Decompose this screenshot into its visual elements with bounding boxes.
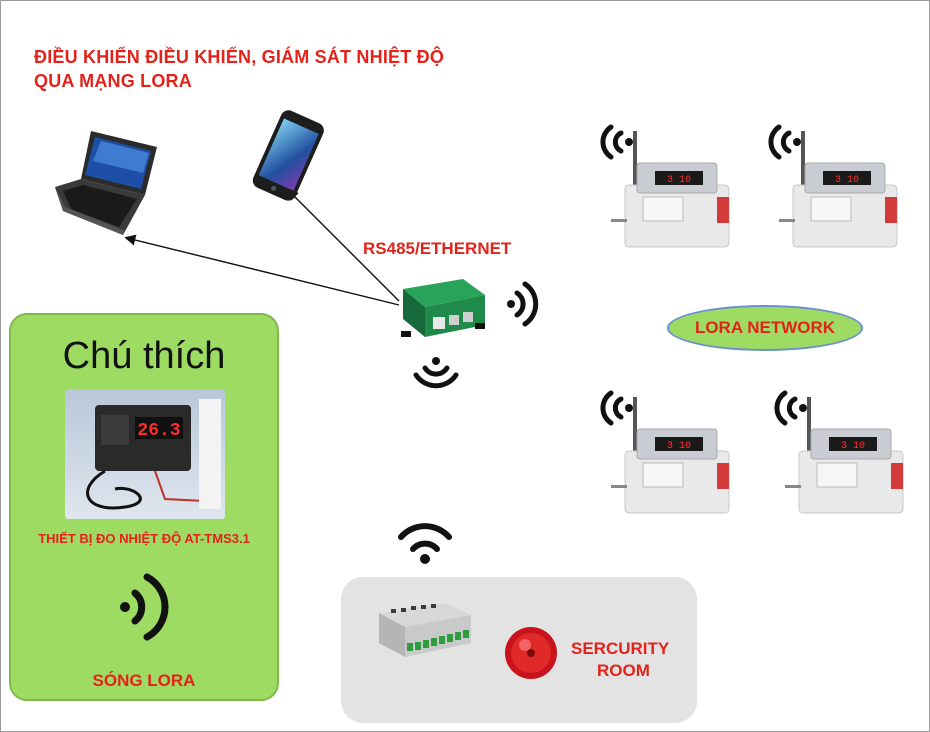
lora-network-badge: LORA NETWORK <box>667 305 863 351</box>
lora-sensor-node: 3 10 <box>600 124 730 248</box>
lora-sensor-node: 3 10 <box>768 124 898 248</box>
wireless-waves-icon <box>600 124 633 160</box>
legend-title: Chú thích <box>62 335 226 377</box>
relay-controller-icon <box>379 603 471 657</box>
security-room-panel: SERCURITY ROOM <box>341 577 697 723</box>
diagram-title-line2: QUA MẠNG LORA <box>34 71 192 91</box>
security-room-label-line2: ROOM <box>597 661 650 680</box>
security-room-label-line1: SERCURITY <box>571 639 670 658</box>
diagram-title-line1: ĐIỀU KHIỂN ĐIỀU KHIỂN, GIÁM SÁT NHIỆT ĐỘ <box>34 47 445 67</box>
device-photo: 26.3 <box>65 389 225 519</box>
sensor-display-text: 3 10 <box>835 175 859 186</box>
smartphone-icon <box>252 110 324 201</box>
temperature-device-image: 26.3 <box>86 399 221 510</box>
device-display-text: 26.3 <box>137 421 180 441</box>
lora-gateway-icon <box>401 279 485 337</box>
sensor-display-text: 3 10 <box>667 175 691 186</box>
arrow-gateway-to-phone <box>287 189 400 302</box>
wireless-waves-icon <box>413 357 459 389</box>
wireless-waves-icon <box>768 124 801 160</box>
legend-panel: Chú thích 26.3 THIẾT BỊ ĐO NHIỆT ĐỘ AT-T… <box>9 313 279 701</box>
gateway-label: RS485/ETHERNET <box>363 239 512 258</box>
lora-sensor-node: 3 10 <box>774 390 904 514</box>
wireless-waves-icon <box>600 390 633 426</box>
laptop-icon <box>55 131 157 235</box>
arrow-gateway-to-laptop <box>124 234 400 306</box>
alarm-bell-icon <box>505 627 557 679</box>
device-label: THIẾT BỊ ĐO NHIỆT ĐỘ AT-TMS3.1 <box>38 531 250 546</box>
wifi-icon <box>398 523 452 564</box>
lora-network-label: LORA NETWORK <box>694 318 836 337</box>
lora-wave-label: SÓNG LORA <box>92 671 196 690</box>
wireless-waves-icon <box>507 281 539 327</box>
wireless-waves-icon <box>774 390 807 426</box>
lora-wave-icon <box>120 573 169 641</box>
sensor-display-text: 3 10 <box>841 441 865 452</box>
lora-sensor-node: 3 10 <box>600 390 730 514</box>
sensor-display-text: 3 10 <box>667 441 691 452</box>
